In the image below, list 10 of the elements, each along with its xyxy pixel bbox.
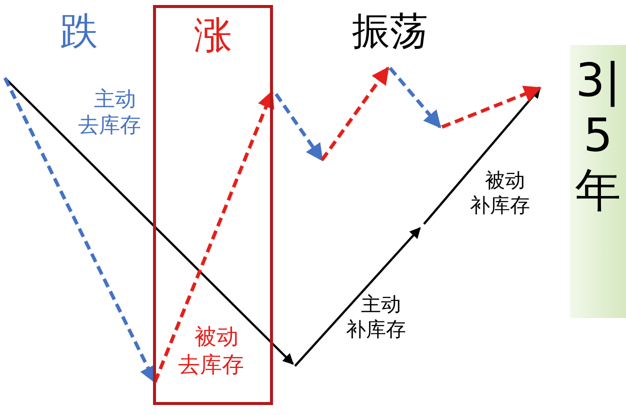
phase-label: 主动补库存 <box>346 292 406 342</box>
side-band <box>570 45 626 318</box>
column-heading: 涨 <box>193 12 233 59</box>
phase-label: 主动去库存 <box>78 86 141 138</box>
highlight-frame <box>153 5 273 405</box>
duration-label: 3|5年 <box>575 53 621 219</box>
column-heading: 跌 <box>60 8 98 55</box>
phase-label: 被动补库存 <box>470 168 530 218</box>
column-heading: 振荡 <box>352 8 428 55</box>
phase-label: 被动去库存 <box>178 324 244 379</box>
